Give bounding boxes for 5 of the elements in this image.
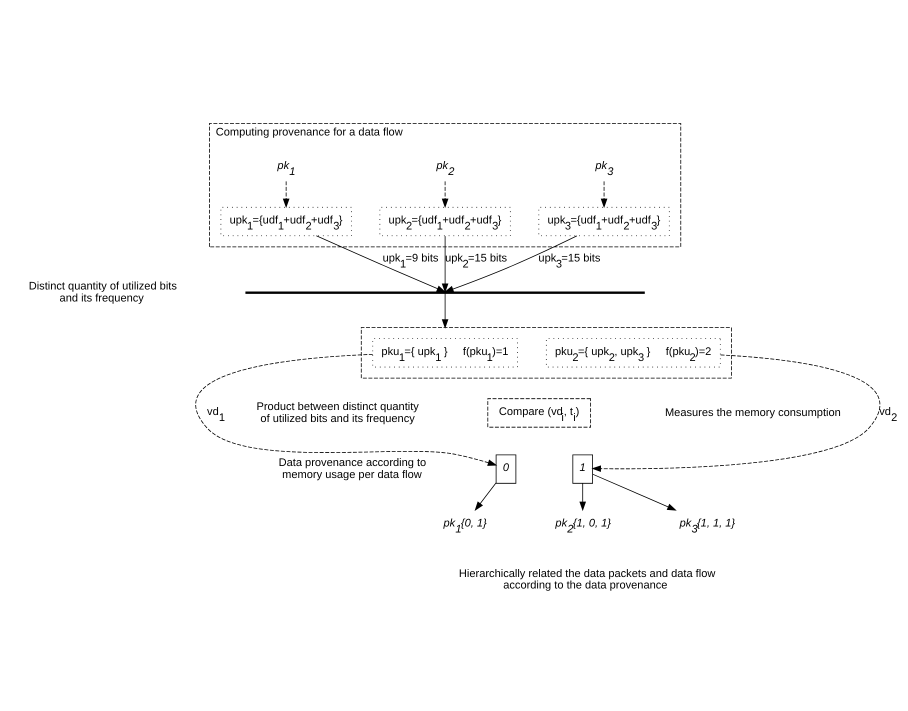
- label: Product between distinct quantity of utilized bits and its frequency: [256, 400, 419, 424]
- label: Hierarchically related the data packets and data flow according to the data provenance: [458, 567, 716, 592]
- label: Distinct quantity of utilized bits and its frequency: [28, 280, 177, 304]
- label: Data provenance according to memory usage per data flow: [278, 456, 426, 480]
- label: Measures the memory consumption: [664, 406, 841, 418]
